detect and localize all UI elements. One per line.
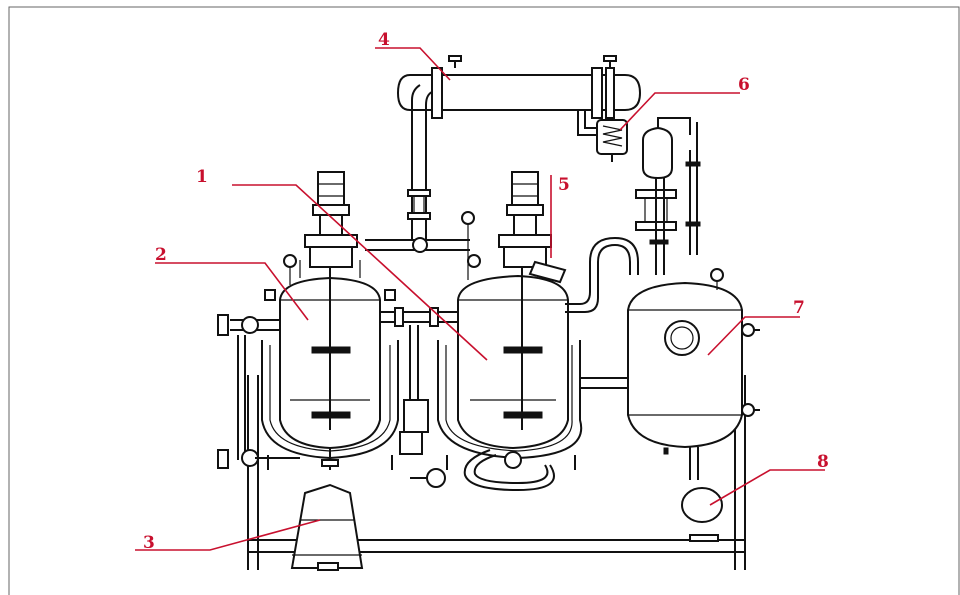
label-6: 6 [738,75,750,95]
hopper [290,483,364,571]
leader-line-2 [155,262,309,321]
leader-line-4 [375,47,451,81]
leader-line-1 [232,184,488,361]
label-3: 3 [143,533,155,553]
label-4: 4 [378,30,390,50]
reactor-left [217,171,399,470]
evaporator [627,268,760,480]
transfer-piping [365,236,639,488]
label-7: 7 [793,298,805,318]
receiver-tank [635,117,701,275]
callouts: 1 2 3 4 5 6 7 8 [135,30,829,553]
label-5: 5 [558,175,570,195]
label-2: 2 [155,245,167,265]
pump [681,487,723,542]
leader-line-8 [709,469,825,506]
condenser [396,55,642,240]
cooler-coil [596,119,628,162]
leader-line-6 [619,92,740,131]
leader-line-3 [135,519,321,551]
reactor-right [437,171,583,492]
leader-line-7 [707,316,800,356]
label-8: 8 [817,452,829,472]
frame-border [8,6,960,595]
label-1: 1 [196,167,208,187]
